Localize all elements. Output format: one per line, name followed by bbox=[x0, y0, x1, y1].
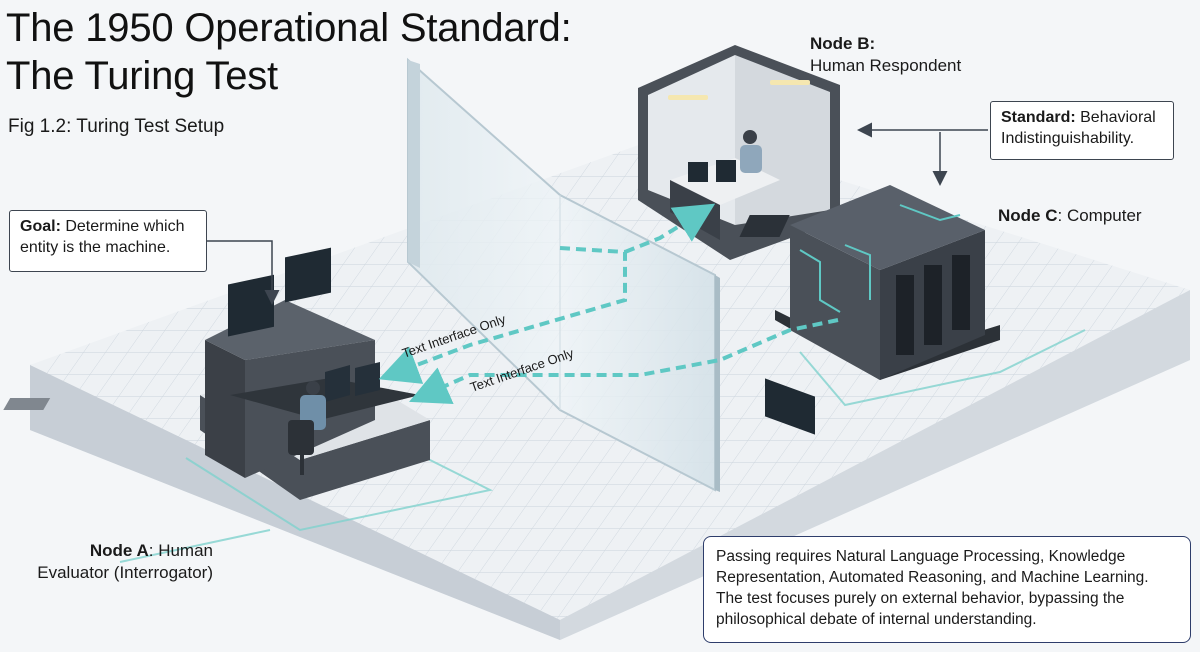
standard-callout: Standard: Behavioral Indistinguishabilit… bbox=[990, 101, 1174, 160]
node-a-text: : Human Evaluator (Interrogator) bbox=[37, 541, 213, 582]
node-c-base-outline bbox=[799, 329, 1086, 407]
glass-partition bbox=[407, 57, 720, 492]
figure-caption: Fig 1.2: Turing Test Setup bbox=[8, 116, 225, 137]
goal-callout: Goal: Determine which entity is the mach… bbox=[9, 210, 207, 272]
node-c-computer bbox=[739, 185, 1000, 380]
goal-leader-line bbox=[207, 240, 280, 305]
node-b-room bbox=[638, 45, 840, 435]
node-c-text: : Computer bbox=[1057, 206, 1142, 225]
goal-label: Goal: bbox=[20, 218, 61, 235]
node-a-label: Node A: Human Evaluator (Interrogator) bbox=[17, 540, 213, 584]
standard-label: Standard: bbox=[1001, 109, 1076, 126]
node-a-name: Node A bbox=[89, 541, 149, 560]
page-title: The 1950 Operational Standard: The Turin… bbox=[6, 4, 572, 100]
title-line-2: The Turing Test bbox=[6, 54, 278, 98]
node-b-name: Node B: bbox=[810, 34, 876, 53]
info-box: Passing requires Natural Language Proces… bbox=[703, 536, 1191, 643]
node-a-station bbox=[3, 247, 430, 500]
node-b-label: Node B: Human Respondent bbox=[810, 33, 961, 77]
goal-text: Determine which entity is the machine. bbox=[20, 218, 185, 256]
node-b-text: Human Respondent bbox=[810, 56, 962, 75]
node-c-name: Node C bbox=[998, 206, 1058, 225]
node-a-base-outline bbox=[119, 454, 494, 563]
title-line-1: The 1950 Operational Standard: bbox=[6, 6, 572, 50]
standard-text: Behavioral Indistinguishability. bbox=[1001, 109, 1156, 147]
text-interface-channels bbox=[378, 203, 839, 405]
node-c-label: Node C: Computer bbox=[998, 205, 1142, 227]
